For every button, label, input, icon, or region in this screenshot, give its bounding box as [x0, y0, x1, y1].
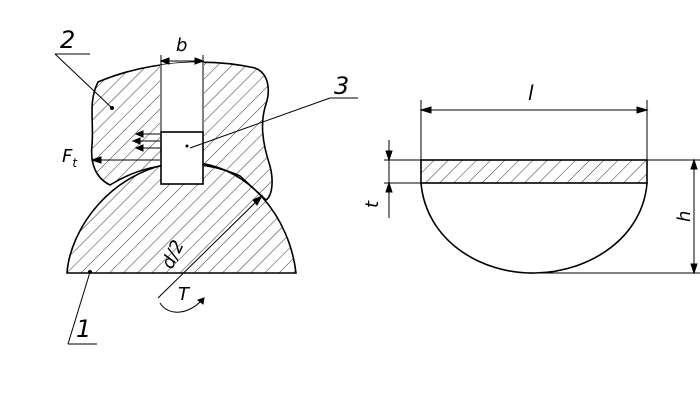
- label-force: Ft: [62, 146, 78, 170]
- label-dimension-t: t: [362, 200, 383, 208]
- radius-dimension: [157, 194, 264, 299]
- key-part-3: [160, 131, 204, 185]
- key-side-view: [420, 159, 648, 274]
- label-dimension-l: l: [528, 81, 534, 105]
- leader-lines: [54, 53, 358, 345]
- dimension-l: [419, 100, 649, 160]
- force-arrows: [90, 130, 160, 164]
- label-part-3: 3: [334, 72, 349, 100]
- dimension-h: [535, 158, 700, 275]
- label-part-1: 1: [76, 315, 91, 343]
- label-part-2: 2: [60, 26, 75, 54]
- label-dimension-b: b: [176, 35, 187, 56]
- dimension-b: [159, 55, 205, 132]
- torque-arrow: [159, 297, 205, 313]
- hub-part-2: [90, 61, 273, 202]
- dimension-t: [384, 140, 421, 218]
- label-torque: T: [178, 284, 191, 305]
- label-dimension-h: h: [674, 211, 695, 222]
